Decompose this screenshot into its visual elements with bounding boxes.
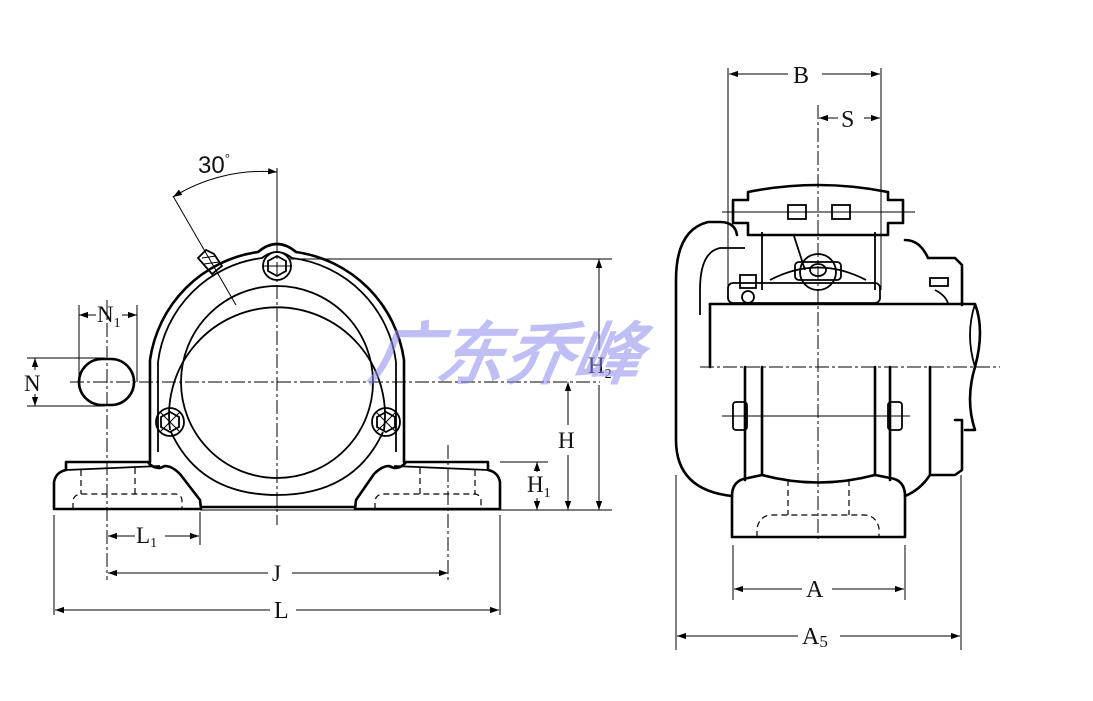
dim-A: A <box>806 577 824 603</box>
dim-H: H <box>558 428 575 453</box>
side-housing-inner <box>699 247 745 315</box>
cap-bolt-left <box>787 204 807 220</box>
side-slot-hidden <box>756 514 880 537</box>
right-foot-top-edge <box>393 465 489 471</box>
dim-A5: A5 <box>802 624 828 651</box>
right-slot-hidden <box>374 493 482 509</box>
grease-nipple-icon <box>172 195 237 306</box>
dim-H1: H1 <box>527 472 551 501</box>
dim-N: N <box>24 371 41 396</box>
dim-L1: L1 <box>136 523 157 551</box>
angle-dimension-arc <box>172 168 278 198</box>
left-foot-top-edge <box>65 465 161 471</box>
left-bolt-icon <box>155 407 185 437</box>
set-screw-icon <box>739 274 757 289</box>
right-bolt-icon <box>371 407 401 437</box>
angle-label: 30° <box>198 151 230 179</box>
watermark-text: 广东乔峰 <box>363 315 656 394</box>
bearing-inner-arc <box>769 266 867 281</box>
bearing-ball <box>799 253 837 291</box>
dim-N1: N1 <box>97 302 121 331</box>
grease-fitting-side <box>929 277 949 287</box>
dim-L: L <box>274 598 289 624</box>
dim-H2: H2 <box>588 353 612 382</box>
housing-cap <box>731 183 905 237</box>
bearing-bore <box>180 285 374 479</box>
side-view: B S A A5 <box>674 63 1000 651</box>
bearing-collar <box>727 282 881 304</box>
dim-J: J <box>272 561 281 586</box>
top-bolt-icon <box>262 251 292 281</box>
bearing-ring <box>168 306 386 431</box>
front-view: 30° N1 N H2 H H1 L1 <box>24 151 612 624</box>
left-slot-hidden <box>72 493 183 509</box>
side-housing-right-top <box>903 238 964 307</box>
side-housing-outline <box>674 220 964 539</box>
dim-B: B <box>793 63 809 89</box>
housing-lower-arc <box>170 431 384 496</box>
cap-bolt-right <box>831 204 851 220</box>
dim-S: S <box>841 107 854 133</box>
